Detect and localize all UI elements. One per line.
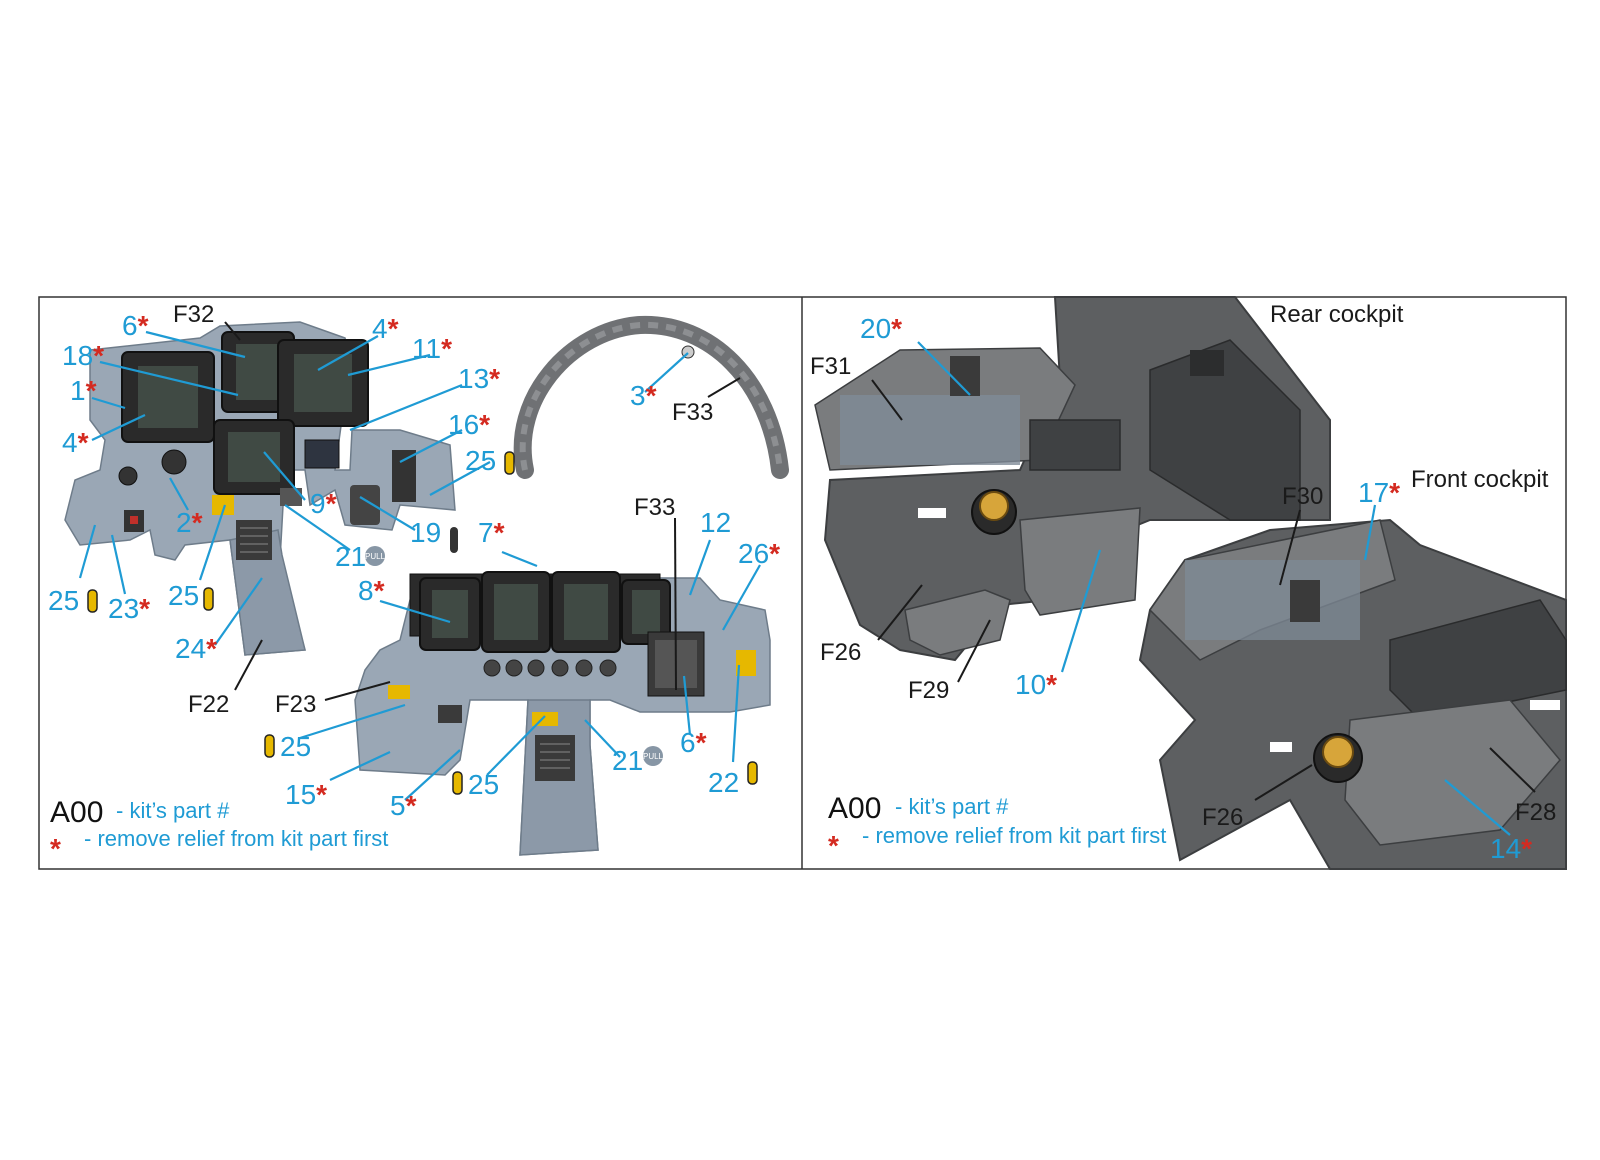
label-F23: F23 (275, 691, 316, 718)
label-6-lower: 6* (680, 727, 707, 758)
rear-instrument-panel (64, 321, 456, 656)
label-F22: F22 (188, 691, 229, 718)
label-26: 26* (738, 538, 780, 569)
label-3: 3* (630, 380, 657, 411)
label-4-left: 4* (62, 427, 89, 458)
label-24: 24* (175, 633, 217, 664)
label-8: 8* (358, 575, 385, 606)
legend-right-kit: - kit’s part # (895, 794, 1009, 819)
legend-right-star: * (828, 830, 839, 861)
pull-badge-upper: PULL (365, 546, 386, 566)
right-labels: 20* F31 F26 F29 10* F30 17* F26 F28 14* (810, 313, 1556, 864)
label-4-top-right: 4* (372, 313, 399, 344)
front-cockpit-tub (1138, 518, 1567, 870)
label-14: 14* (1490, 833, 1532, 864)
label-23: 23* (108, 593, 150, 624)
label-21-lower: 21 (612, 745, 643, 776)
legend-left: A00 - kit’s part # * - remove relief fro… (50, 796, 388, 864)
front-instrument-panel (354, 571, 771, 856)
label-25-upper-center: 25 (168, 580, 199, 611)
label-F32: F32 (173, 301, 214, 328)
label-9: 9* (310, 488, 337, 519)
label-13: 13* (458, 363, 500, 394)
label-F26-front: F26 (1202, 804, 1243, 831)
legend-left-code: A00 (50, 796, 103, 829)
leader-lines-right (871, 341, 1536, 836)
label-21-upper: 21 (335, 541, 366, 572)
left-panel: PULL PULL (48, 301, 789, 864)
rear-cockpit-title: Rear cockpit (1270, 301, 1404, 328)
label-17: 17* (1358, 477, 1400, 508)
label-1: 1* (70, 375, 97, 406)
pull-badge-lower: PULL (643, 746, 664, 766)
label-F28: F28 (1515, 799, 1556, 826)
label-6-top: 6* (122, 310, 149, 341)
label-25-lower-left: 25 (280, 731, 311, 762)
rear-cockpit-tub (814, 296, 1331, 662)
label-11: 11* (412, 333, 452, 364)
legend-right-remove: - remove relief from kit part first (862, 823, 1166, 848)
label-10: 10* (1015, 669, 1057, 700)
legend-left-remove: - remove relief from kit part first (84, 826, 388, 851)
label-15: 15* (285, 779, 327, 810)
label-F33-arch: F33 (672, 399, 713, 426)
label-25-lower-center: 25 (468, 769, 499, 800)
label-F29: F29 (908, 677, 949, 704)
label-22: 22 (708, 767, 739, 798)
legend-right-code: A00 (828, 792, 881, 825)
pull-badge-lower-text: PULL (643, 752, 664, 761)
ejection-handle-icons (87, 451, 758, 795)
label-25-upper-right: 25 (465, 445, 496, 476)
label-16: 16* (448, 409, 490, 440)
leader-lines-left (78, 321, 761, 801)
label-5: 5* (390, 790, 417, 821)
label-2: 2* (176, 507, 203, 538)
label-12: 12 (700, 507, 731, 538)
legend-right: A00 - kit’s part # * - remove relief fro… (828, 792, 1166, 861)
label-19: 19 (410, 517, 441, 548)
label-18: 18* (62, 340, 104, 371)
pull-badge-upper-text: PULL (365, 552, 386, 561)
label-7: 7* (478, 517, 505, 548)
legend-left-star: * (50, 833, 61, 864)
front-cockpit-title: Front cockpit (1411, 466, 1549, 493)
label-F33-panel: F33 (634, 494, 675, 521)
label-F26-rear: F26 (820, 639, 861, 666)
label-25-left: 25 (48, 585, 79, 616)
right-panel: Rear cockpit Front cockpit 20* F31 F26 F… (810, 296, 1567, 870)
left-labels: 6* F32 4* 18* 11* 1* 13* 4* 16* 25 9* 2*… (48, 301, 780, 821)
legend-left-kit: - kit’s part # (116, 798, 230, 823)
label-20: 20* (860, 313, 902, 344)
label-F31: F31 (810, 353, 851, 380)
label-F30: F30 (1282, 483, 1323, 510)
